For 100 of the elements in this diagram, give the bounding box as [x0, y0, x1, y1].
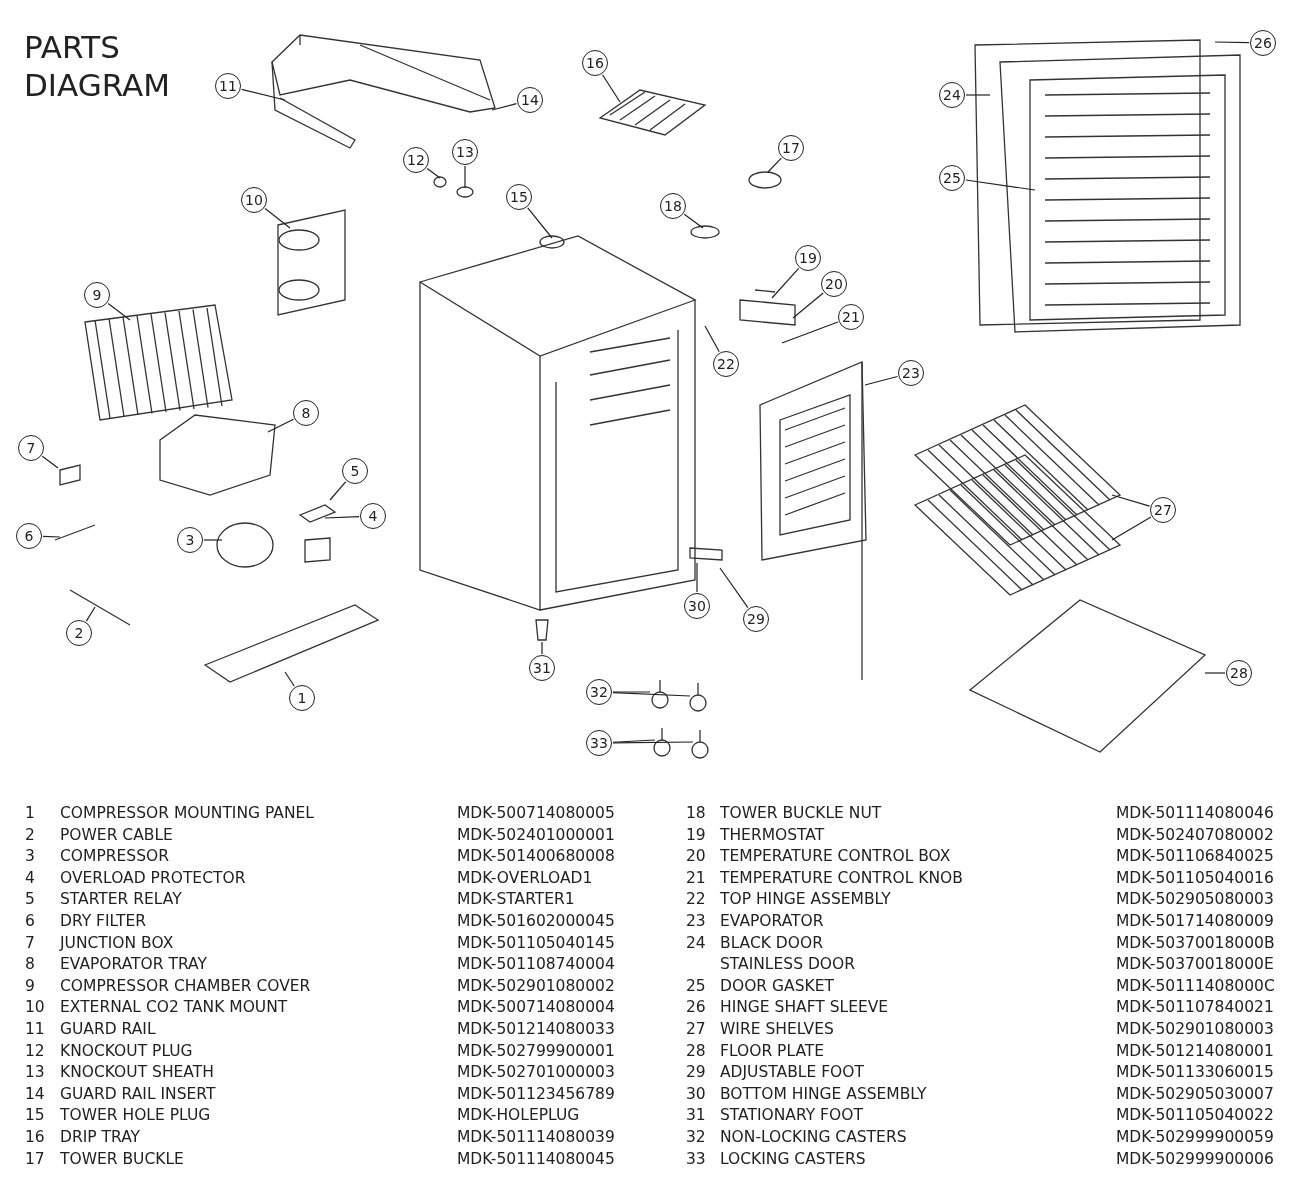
item-number: 19: [686, 824, 706, 845]
leader-line: [203, 539, 223, 541]
part-code: MDK-502901080003: [1116, 1019, 1274, 1039]
leader-line: [771, 267, 800, 299]
item-number: 25: [686, 975, 706, 996]
item-number: 17: [25, 1148, 45, 1169]
part-code: MDK-501106840025: [1116, 846, 1274, 867]
part-name: DRY FILTER: [60, 911, 147, 931]
leader-line: [719, 567, 749, 609]
callout-number: 24: [939, 82, 965, 108]
part-name: TOWER BUCKLE: [60, 1148, 184, 1169]
item-number: 6: [25, 911, 35, 931]
part-code: MDK-HOLEPLUG: [457, 1105, 580, 1126]
leader-line: [42, 535, 61, 538]
callout-number: 23: [898, 360, 924, 386]
callout-number: 18: [660, 193, 686, 219]
item-number: 24: [686, 932, 706, 953]
callout-number: 6: [16, 523, 42, 549]
part-code: MDK-501602000045: [457, 911, 615, 931]
callout-number: 28: [1226, 660, 1252, 686]
callout-number: 3: [177, 527, 203, 553]
item-number: 5: [25, 889, 35, 910]
leader-line: [704, 325, 720, 353]
part-code: MDK-502905030007: [1116, 1083, 1274, 1104]
callout-number: 26: [1250, 30, 1276, 56]
part-name: NON-LOCKING CASTERS: [720, 1127, 907, 1147]
part-code: MDK-502401000001: [457, 824, 615, 845]
item-number: 26: [686, 997, 706, 1018]
part-name: TOWER HOLE PLUG: [60, 1105, 211, 1126]
callout-number: 4: [360, 503, 386, 529]
callout-number: 21: [838, 304, 864, 330]
part-code: MDK-502999900059: [1116, 1127, 1274, 1147]
part-code: MDK-501133060015: [1116, 1062, 1274, 1083]
item-number: 10: [25, 997, 45, 1018]
part-code: MDK-502905080003: [1116, 889, 1274, 910]
leader-line: [612, 739, 656, 743]
callout-number: 9: [84, 282, 110, 308]
part-code: MDK-OVERLOAD1: [457, 867, 593, 888]
part-name: EVAPORATOR TRAY: [60, 954, 207, 975]
item-number: 3: [25, 846, 35, 867]
item-number: 7: [25, 932, 35, 953]
part-name: GUARD RAIL: [60, 1019, 156, 1039]
part-name: TOP HINGE ASSEMBLY: [720, 889, 891, 910]
leader-line: [781, 321, 839, 344]
leader-line: [267, 418, 295, 433]
item-number: 4: [25, 867, 35, 888]
part-code: MDK-502901080002: [457, 975, 615, 996]
item-number: 15: [25, 1105, 45, 1126]
part-name: ADJUSTABLE FOOT: [720, 1062, 864, 1083]
part-code: MDK-501400680008: [457, 846, 615, 867]
part-name: KNOCKOUT PLUG: [60, 1040, 193, 1061]
part-name: FLOOR PLATE: [720, 1040, 825, 1061]
callout-number: 1: [289, 685, 315, 711]
part-name: POWER CABLE: [60, 824, 173, 845]
part-name: GUARD RAIL INSERT: [60, 1083, 216, 1104]
part-code: MDK-501123456789: [457, 1083, 615, 1104]
callout-number: 7: [18, 435, 44, 461]
callout-number: 16: [582, 50, 608, 76]
part-name: TEMPERATURE CONTROL BOX: [720, 846, 951, 867]
part-name: BOTTOM HINGE ASSEMBLY: [720, 1083, 927, 1104]
part-name: BLACK DOOR: [720, 932, 823, 953]
leader-line: [965, 94, 991, 96]
part-name: STAINLESS DOOR: [720, 954, 855, 975]
part-code: MDK-502999900006: [1116, 1148, 1274, 1169]
part-code: MDK-502799900001: [457, 1040, 615, 1061]
leader-line: [1111, 494, 1151, 507]
part-name: EXTERNAL CO2 TANK MOUNT: [60, 997, 288, 1018]
item-number: 13: [25, 1062, 45, 1083]
callout-number: 30: [684, 593, 710, 619]
leader-line: [612, 692, 691, 697]
leader-line: [601, 74, 621, 103]
part-code: MDK-50370018000E: [1116, 954, 1274, 975]
item-number: 2: [25, 824, 35, 845]
callout-number: 27: [1150, 497, 1176, 523]
item-number: 11: [25, 1019, 45, 1039]
part-code: MDK-502407080002: [1116, 824, 1274, 845]
leader-line: [767, 157, 782, 173]
leader-line: [864, 375, 899, 386]
part-code: MDK-501114080046: [1116, 803, 1274, 823]
part-code: MDK-501214080033: [457, 1019, 615, 1039]
leader-line: [792, 292, 824, 319]
item-number: 22: [686, 889, 706, 910]
part-code: MDK-501107840021: [1116, 997, 1274, 1018]
leader-line: [324, 516, 360, 519]
callout-number: 14: [517, 87, 543, 113]
part-code: MDK-501714080009: [1116, 911, 1274, 931]
part-name: DRIP TRAY: [60, 1127, 141, 1147]
item-number: 9: [25, 975, 35, 996]
callout-number: 17: [778, 135, 804, 161]
callout-number: 22: [713, 351, 739, 377]
part-name: COMPRESSOR MOUNTING PANEL: [60, 803, 314, 823]
part-code: MDK-501105040145: [457, 932, 615, 953]
part-name: WIRE SHELVES: [720, 1019, 834, 1039]
part-code: MDK-50111408000C: [1116, 975, 1275, 996]
part-code: MDK-501214080001: [1116, 1040, 1274, 1061]
callout-number: 33: [586, 730, 612, 756]
item-number: 32: [686, 1127, 706, 1147]
part-name: STARTER RELAY: [60, 889, 182, 910]
item-number: 23: [686, 911, 706, 931]
callout-number: 2: [66, 620, 92, 646]
